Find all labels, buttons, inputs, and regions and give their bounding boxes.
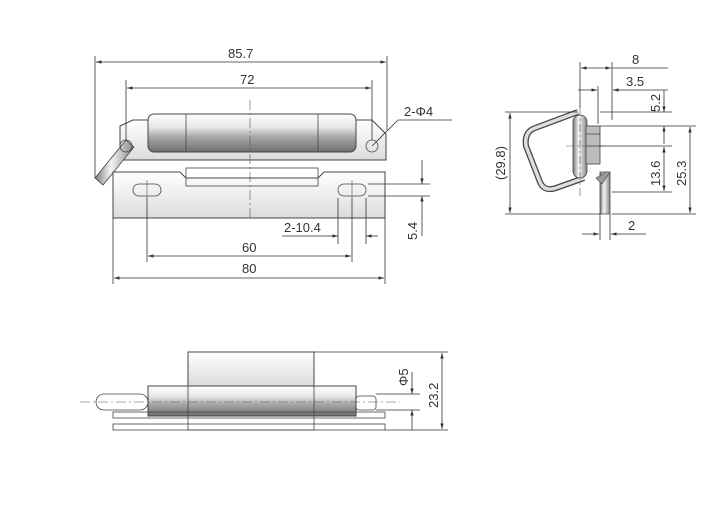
dim-slot-pitch: 60 xyxy=(242,240,256,255)
pin-handle xyxy=(94,139,135,186)
bottom-view: Φ5 23.2 xyxy=(80,351,448,431)
dim-pin-to-base: 13.6 xyxy=(648,161,663,186)
dim-plate-thickness: 2 xyxy=(628,218,635,233)
dim-pin-radius: 3.5 xyxy=(626,74,644,89)
bottom-upper-leaf xyxy=(187,351,315,387)
dim-bottom-height: 23.2 xyxy=(426,383,441,408)
dim-knuckle-width: 72 xyxy=(240,72,254,87)
knuckle-barrel xyxy=(147,113,357,153)
dim-hole-spec: 2-Φ4 xyxy=(404,104,433,119)
front-view: 85.7 72 2-Φ4 5.4 2-10.4 60 80 xyxy=(94,46,452,284)
side-view: 8 3.5 5.2 (29.8) 13.6 25.3 2 xyxy=(493,52,696,240)
base-plate xyxy=(112,171,386,219)
bottom-barrel xyxy=(147,385,357,417)
bottom-base-plate xyxy=(112,411,386,419)
dim-total-height: 25.3 xyxy=(674,161,689,186)
dim-pin-diameter: Φ5 xyxy=(396,368,411,386)
dim-base-width: 80 xyxy=(242,261,256,276)
dim-slot-spec: 2-10.4 xyxy=(284,220,321,235)
dim-loop-height: (29.8) xyxy=(493,146,508,180)
dim-pin-offset: 8 xyxy=(632,52,639,67)
dim-slot-offset: 5.4 xyxy=(405,222,420,240)
dim-top-offset: 5.2 xyxy=(648,94,663,112)
dim-overall-width: 85.7 xyxy=(228,46,253,61)
